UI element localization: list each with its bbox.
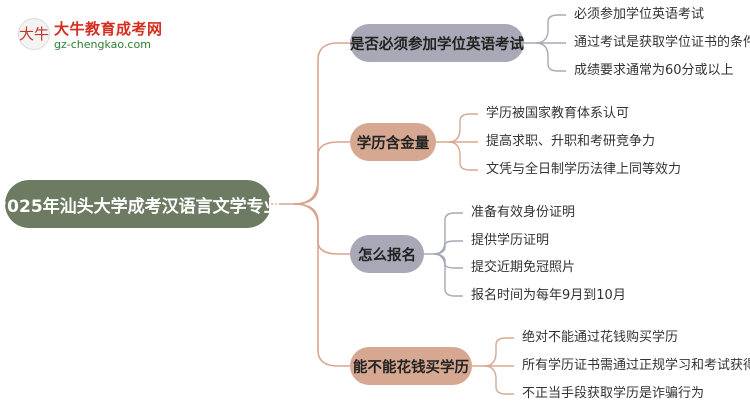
branch-buy-diploma: 能不能花钱买学历 xyxy=(350,347,472,385)
leaf-4-3: 不正当手段获取学历是诈骗行为 xyxy=(522,386,705,401)
root-connector-4 xyxy=(293,203,350,367)
leaf-3-2: 提供学历证明 xyxy=(471,233,550,248)
branch-2-connector-1 xyxy=(436,113,478,143)
logo-title: 大牛教育成考网 xyxy=(54,20,163,38)
branch-4-connector-1 xyxy=(472,337,514,367)
leaf-2-2: 提高求职、升职和考研竞争力 xyxy=(486,134,656,149)
leaf-4-2: 所有学历证书需通过正规学习和考试获得 xyxy=(522,358,750,373)
leaf-3-1: 准备有效身份证明 xyxy=(471,205,576,220)
leaf-1-2: 通过考试是获取学位证书的条件 xyxy=(574,35,750,50)
branch-how-to-apply: 怎么报名 xyxy=(350,235,424,273)
branch-1-connector-3 xyxy=(535,42,566,72)
root-connector-3 xyxy=(293,203,350,255)
branch-3-connector-2 xyxy=(433,240,463,255)
leaf-2-1: 学历被国家教育体系认可 xyxy=(486,106,630,121)
branch-4-connector-3 xyxy=(484,365,514,395)
leaf-1-1: 必须参加学位英语考试 xyxy=(574,7,705,22)
branch-3-connector-3 xyxy=(433,253,463,269)
leaf-2-3: 文凭与全日制学历法律上同等效力 xyxy=(486,162,682,177)
branch-diploma-value: 学历含金量 xyxy=(350,123,436,161)
leaf-3-4: 报名时间为每年9月到10月 xyxy=(471,288,626,303)
leaf-3-3: 提交近期免冠照片 xyxy=(471,260,576,275)
logo-mark: 大牛 xyxy=(18,18,50,50)
logo-url: gz-chengkao.com xyxy=(54,38,151,51)
root-connector-1 xyxy=(271,42,350,205)
branch-2-connector-3 xyxy=(448,141,478,171)
branch-english-exam: 是否必须参加学位英语考试 xyxy=(350,24,524,62)
watermark-logo: 大牛 大牛教育成考网 gz-chengkao.com xyxy=(14,16,164,56)
branch-3-connector-1 xyxy=(424,212,463,255)
mindmap-root: 2025年汕头大学成考汉语言文学专业 xyxy=(0,180,281,228)
leaf-1-3: 成绩要求通常为60分或以上 xyxy=(574,63,734,78)
root-connector-2 xyxy=(293,141,350,205)
leaf-4-1: 绝对不能通过花钱购买学历 xyxy=(522,330,679,345)
branch-3-connector-4 xyxy=(433,253,463,297)
branch-1-connector-1 xyxy=(524,14,566,44)
